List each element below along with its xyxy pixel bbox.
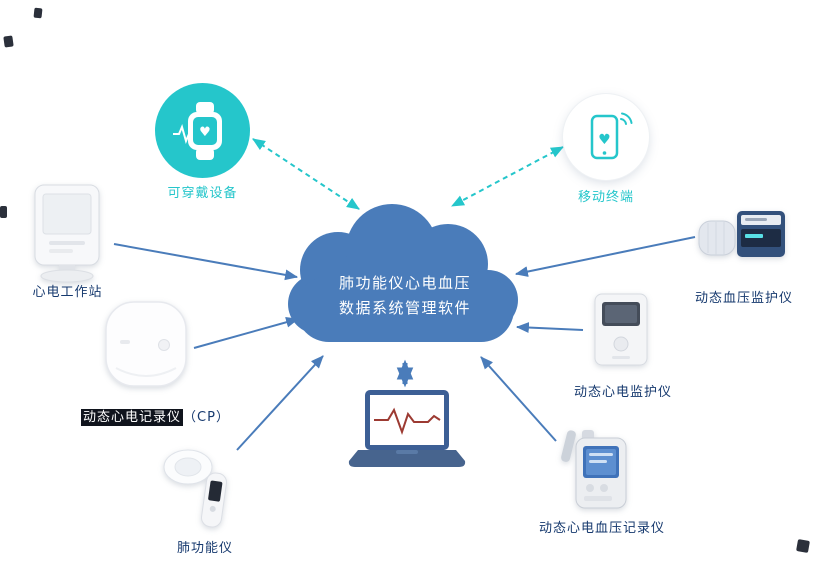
- artifact-mark: [33, 7, 43, 19]
- arrow-wearable-cloud: [252, 138, 360, 210]
- spirometer-image: [163, 449, 227, 528]
- arrow-ecg-monitor-to-cloud: [515, 322, 584, 333]
- node-wearable: ♥: [155, 83, 250, 178]
- mobile-label: 移动终端: [577, 190, 634, 205]
- bp-monitor-label: 动态血压监护仪: [694, 291, 793, 306]
- cp-recorder-label: 动态心电记录仪（CP）: [68, 409, 243, 426]
- cp-recorder-label-suffix: （CP）: [183, 410, 230, 425]
- cloud-title-line1: 肺功能仪心电血压: [338, 274, 471, 292]
- arrow-spirometer-to-cloud: [236, 355, 324, 451]
- ecg-workstation-image: [34, 184, 100, 283]
- spirometer-label: 肺功能仪: [176, 541, 233, 556]
- node-mobile: ♥: [563, 94, 649, 180]
- ecg-bp-recorder-label: 动态心电血压记录仪: [538, 521, 665, 536]
- ecg-monitor-label: 动态心电监护仪: [573, 385, 672, 400]
- node-ecg-bp-recorder: [560, 426, 640, 524]
- arrow-workstation-to-cloud: [113, 243, 299, 281]
- artifact-mark: [0, 206, 7, 218]
- artifact-mark: [3, 35, 14, 48]
- node-ecg-workstation: [25, 183, 110, 289]
- cloud-title: 肺功能仪心电血压 数据系统管理软件: [303, 271, 507, 321]
- cp-recorder-image: [105, 301, 187, 387]
- arrow-mobile-cloud: [451, 146, 564, 207]
- node-spirometer: [158, 443, 246, 537]
- svg-text:♥: ♥: [199, 125, 211, 140]
- node-bp-monitor: [697, 205, 789, 271]
- wearable-circle: ♥: [155, 83, 250, 178]
- arrow-bp-monitor-to-cloud: [514, 236, 696, 277]
- ecg-monitor-image: [594, 293, 648, 366]
- bp-monitor-image: [698, 211, 785, 257]
- node-laptop: [348, 390, 466, 474]
- cloud-title-line2: 数据系统管理软件: [338, 299, 471, 317]
- cp-recorder-label-highlight: 动态心电记录仪: [81, 409, 184, 426]
- ecg-workstation-label: 心电工作站: [32, 285, 103, 300]
- smartphone-icon: ♥: [590, 112, 633, 160]
- laptop-ecg-icon: [348, 390, 466, 467]
- ecg-bp-recorder-image: [561, 430, 627, 509]
- arrow-ecg-bp-recorder-to-cloud: [480, 356, 557, 442]
- cloud-shape: [288, 204, 518, 342]
- svg-text:♥: ♥: [598, 132, 611, 148]
- node-ecg-monitor: [588, 292, 654, 372]
- wearable-label: 可穿戴设备: [167, 186, 238, 201]
- node-cp-recorder: [100, 298, 192, 398]
- mobile-circle: ♥: [563, 94, 649, 180]
- arrow-cp-recorder-to-cloud: [193, 316, 300, 349]
- artifact-mark: [796, 539, 810, 553]
- smartwatch-icon: ♥: [172, 101, 222, 160]
